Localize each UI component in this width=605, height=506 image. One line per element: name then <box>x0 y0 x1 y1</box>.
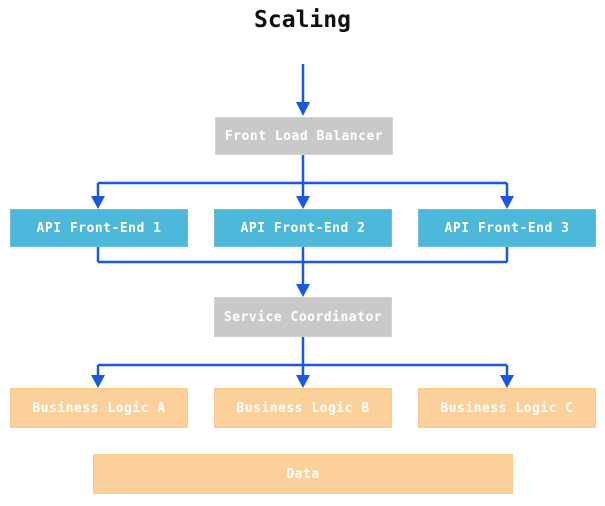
node-api-front-end-3: API Front-End 3 <box>418 209 596 247</box>
node-api-front-end-1: API Front-End 1 <box>10 209 188 247</box>
arrow-title-to-front-load-balancer <box>296 64 310 116</box>
arrows-service-coordinator-to-business-logic <box>91 337 514 388</box>
diagram-title: Scaling <box>254 7 351 33</box>
arrows-front-load-balancer-to-api-front-ends <box>91 155 514 209</box>
node-data-label: Data <box>286 466 320 482</box>
node-business-logic-b: Business Logic B <box>214 388 392 428</box>
node-data: Data <box>93 454 513 494</box>
node-business-logic-a: Business Logic A <box>10 388 188 428</box>
node-front-load-balancer-label: Front Load Balancer <box>224 128 384 144</box>
node-service-coordinator-label: Service Coordinator <box>223 309 383 325</box>
node-api-front-end-2-label: API Front-End 2 <box>240 220 366 236</box>
arrows-api-front-ends-to-service-coordinator <box>96 247 509 297</box>
node-business-logic-a-label: Business Logic A <box>32 400 166 416</box>
node-service-coordinator: Service Coordinator <box>214 297 392 337</box>
node-business-logic-c: Business Logic C <box>418 388 596 428</box>
node-api-front-end-1-label: API Front-End 1 <box>36 220 162 236</box>
node-front-load-balancer: Front Load Balancer <box>215 117 393 155</box>
node-api-front-end-3-label: API Front-End 3 <box>444 220 570 236</box>
node-api-front-end-2: API Front-End 2 <box>214 209 392 247</box>
node-business-logic-b-label: Business Logic B <box>236 400 370 416</box>
node-business-logic-c-label: Business Logic C <box>440 400 574 416</box>
